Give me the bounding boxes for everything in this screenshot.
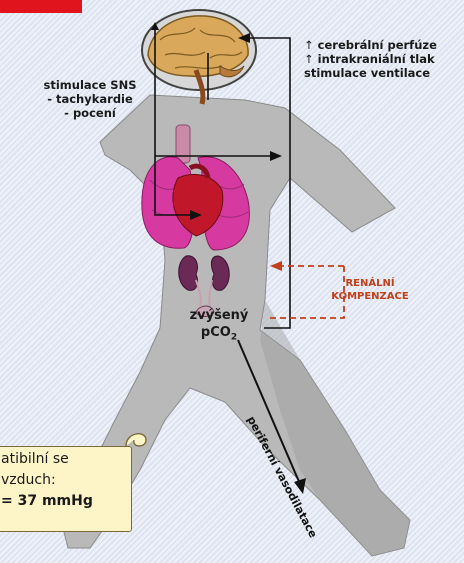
pco2-main: pCO [201,325,231,340]
sns-line-1: stimulace SNS [20,78,160,92]
renal-line-1: RENÁLNÍ [320,277,420,290]
renal-line-2: KOMPENZACE [320,290,420,303]
sns-line-3: - pocení [20,106,160,120]
sns-label: stimulace SNS - tachykardie - pocení [20,78,160,120]
brain-effect-1: cerebrální perfúze [318,38,437,52]
pco2-sub: 2 [231,333,237,343]
brain-effect-2: intrakraniální tlak [318,52,435,66]
pco2-label: zvýšený pCO2 [184,307,254,347]
brain-effect-3: stimulace ventilace [304,66,464,80]
note-scroll: atibilní se vzduch: = 37 mmHg [0,446,132,532]
sns-line-2: - tachykardie [20,92,160,106]
note-line-1: atibilní se [1,449,131,470]
up-arrow-icon: ↑ [304,52,314,66]
trachea [176,125,190,163]
renal-arrowhead [270,261,282,271]
pco2-line-1: zvýšený [184,307,254,324]
up-arrow-icon: ↑ [304,38,314,52]
renal-compensation-label: RENÁLNÍ KOMPENZACE [320,277,420,303]
note-line-2: vzduch: [1,470,131,491]
note-line-3: = 37 mmHg [1,491,131,512]
red-header-block [0,0,82,13]
brain-effects-label: ↑ cerebrální perfúze ↑ intrakraniální tl… [304,38,464,80]
